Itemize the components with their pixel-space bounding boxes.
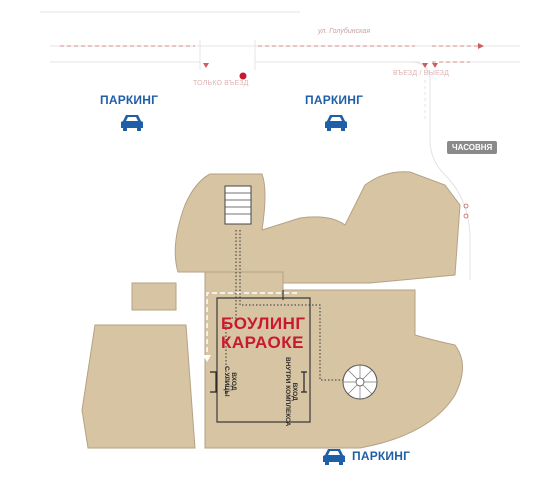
small-building (131, 282, 177, 311)
entrance-street-line2: С УЛИЦЫ (223, 366, 230, 397)
entrance-street-line1: ВХОД (230, 372, 237, 391)
chapel-marks (463, 203, 469, 219)
entrance-inside-line2: ВНУТРИ КОМПЛЕКСА (284, 357, 291, 427)
main-complex (204, 271, 463, 449)
indoor-route (225, 230, 345, 395)
location-pin-icon (239, 72, 247, 80)
spiral-stairs-icon (342, 364, 378, 400)
west-building (81, 324, 196, 449)
parking-label-top-left: ПАРКИНГ (100, 93, 159, 107)
arrow-down-icon (203, 63, 209, 68)
arrow-down-icon (432, 63, 438, 68)
arrow-down-icon (422, 63, 428, 68)
street-name: ул. Голубинская (318, 28, 371, 35)
venue-title-bowling[interactable]: БОУЛИНГ (221, 314, 306, 333)
arrow-right-icon (478, 43, 484, 49)
walking-route (206, 292, 297, 355)
interior-lines (216, 290, 311, 423)
entrance-inside-label: ВХОД ВНУТРИ КОМПЛЕКСА (284, 357, 298, 426)
parking-label-top-center: ПАРКИНГ (305, 93, 364, 107)
door-markers (210, 371, 307, 393)
gate-entry-exit: ВЪЕЗД / ВЫЕЗД (393, 70, 450, 77)
venue-title-karaoke[interactable]: КАРАОКЕ (221, 333, 304, 352)
stairs-icon (224, 185, 252, 225)
arrow-heads (203, 43, 484, 68)
buildings (81, 171, 463, 449)
traffic-arrows (60, 45, 478, 63)
car-icon (121, 115, 143, 131)
entrance-inside-line1: ВХОД (291, 382, 298, 401)
car-icon (323, 449, 345, 465)
arrow-down-icon (203, 355, 211, 362)
gate-entry-only: ТОЛЬКО ВЪЕЗД (193, 80, 249, 87)
north-building (174, 171, 461, 284)
chapel-badge: ЧАСОВНЯ (447, 141, 498, 154)
parking-label-bottom: ПАРКИНГ (352, 449, 411, 463)
car-icon (325, 115, 347, 131)
entrance-street-label: ВХОД С УЛИЦЫ (223, 366, 237, 397)
